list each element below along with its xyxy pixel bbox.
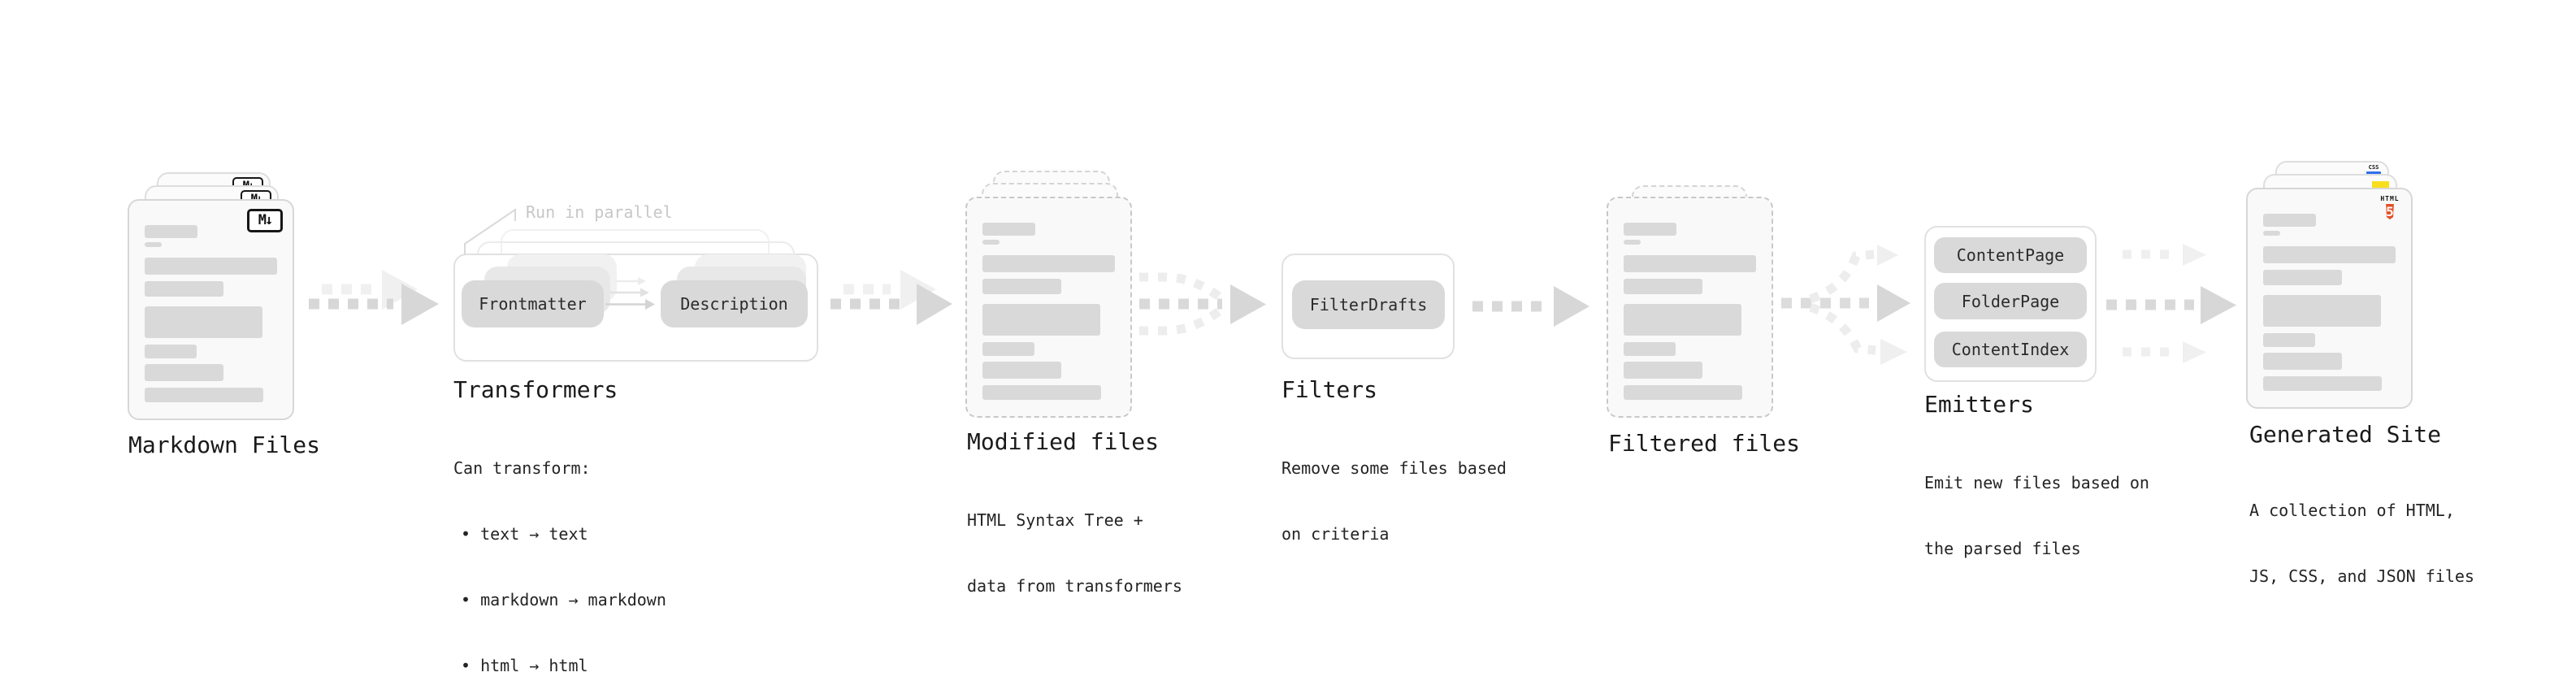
- arrow-transformers-to-modified: [830, 284, 952, 325]
- filtered-files-title: Filtered files: [1608, 430, 1801, 457]
- emitters-description: Emit new files based on the parsed files: [1924, 428, 2149, 604]
- transformers-bullet: • html → html: [461, 656, 588, 675]
- modified-files-title: Modified files: [967, 428, 1160, 455]
- generated-site-description: A collection of HTML, JS, CSS, and JSON …: [2249, 456, 2474, 631]
- file-content-placeholder: [967, 198, 1130, 416]
- generated-site-description-line: A collection of HTML,: [2249, 501, 2455, 520]
- arrow-filters-to-filtered: [1472, 286, 1589, 327]
- html5-icon-shield: 5: [2386, 204, 2394, 219]
- arrow-markdown-to-transformers: [309, 284, 439, 325]
- file-content-placeholder: [1608, 198, 1772, 416]
- description-pill: Description: [661, 280, 808, 327]
- emitters-description-line: the parsed files: [1924, 539, 2081, 558]
- contentpage-pill: ContentPage: [1934, 237, 2087, 273]
- arrow-filtered-to-emitters: [1781, 245, 1910, 365]
- file-content-placeholder: [129, 201, 293, 419]
- transformers-bullet: • markdown → markdown: [461, 590, 666, 609]
- modified-files-description-line: HTML Syntax Tree +: [967, 510, 1143, 530]
- markdown-files-title: Markdown Files: [128, 432, 321, 458]
- frontmatter-pill: Frontmatter: [462, 280, 604, 327]
- markdown-icon: M↓: [247, 209, 283, 232]
- filters-description-line: Remove some files based: [1281, 458, 1507, 478]
- css-icon-label: CSS: [2368, 164, 2379, 171]
- html-file-card: HTML 5: [2246, 188, 2413, 409]
- html5-icon: HTML 5: [2379, 195, 2400, 222]
- filters-title: Filters: [1281, 376, 1378, 403]
- arrow-ghost-transformers-to-modified: [843, 270, 936, 310]
- generated-site-description-line: JS, CSS, and JSON files: [2249, 566, 2474, 586]
- emitters-title: Emitters: [1924, 391, 2034, 418]
- markdown-file-card: M↓: [128, 199, 294, 420]
- emitters-description-line: Emit new files based on: [1924, 473, 2149, 492]
- css-icon: CSS: [2366, 165, 2381, 175]
- contentindex-pill: ContentIndex: [1934, 332, 2087, 367]
- modified-files-description: HTML Syntax Tree + data from transformer…: [967, 466, 1182, 641]
- css-icon-bar: [2366, 171, 2381, 175]
- filterdrafts-pill: FilterDrafts: [1292, 280, 1445, 329]
- file-content-placeholder: [2248, 189, 2411, 407]
- modified-file-card: [965, 197, 1132, 418]
- arrow-ghost-markdown-to-transformers: [322, 270, 418, 310]
- filters-description: Remove some files based on criteria: [1281, 414, 1507, 589]
- html5-icon-word: HTML: [2380, 195, 2400, 202]
- js-icon: [2372, 181, 2389, 190]
- transformers-description: Can transform: • text → text • markdown …: [453, 414, 666, 681]
- arrow-emitters-to-generated: [2106, 244, 2236, 363]
- transformers-title: Transformers: [453, 376, 618, 403]
- transformers-description-heading: Can transform:: [453, 458, 591, 478]
- run-in-parallel-annotation: Run in parallel: [526, 202, 673, 222]
- arrow-modified-to-filters: [1139, 272, 1266, 336]
- folderpage-pill: FolderPage: [1934, 283, 2087, 319]
- modified-files-description-line: data from transformers: [967, 576, 1182, 596]
- generated-site-title: Generated Site: [2249, 421, 2442, 448]
- filters-description-line: on criteria: [1281, 524, 1390, 544]
- transformers-bullet: • text → text: [461, 524, 588, 544]
- filtered-file-card: [1607, 197, 1773, 418]
